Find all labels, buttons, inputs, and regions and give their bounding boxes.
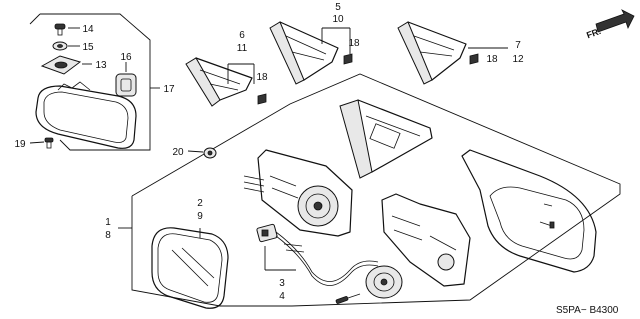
callout-20: 20 xyxy=(172,147,184,158)
callout-7: 7 xyxy=(515,40,521,51)
inside-mirror-bracket-box xyxy=(40,13,151,151)
callout-4: 4 xyxy=(279,291,285,302)
callout-5: 5 xyxy=(335,2,341,13)
screw-19-icon xyxy=(44,137,54,149)
callout-13: 13 xyxy=(95,60,107,71)
diagram-code: S5PA− B4300 xyxy=(556,305,619,316)
mirror-actuator-upper xyxy=(243,149,353,237)
garnish-right xyxy=(397,21,508,85)
callout-3: 3 xyxy=(279,278,285,289)
mirror-mount-icon xyxy=(40,55,82,75)
callout-17: 17 xyxy=(163,84,175,95)
clip-icon xyxy=(257,93,267,105)
inside-mirror-group xyxy=(29,13,160,151)
callout-12: 12 xyxy=(512,54,524,65)
callout-14: 14 xyxy=(82,24,94,35)
clip-icon xyxy=(469,53,479,65)
callout-18-center: 18 xyxy=(348,38,360,49)
callout-10: 10 xyxy=(332,14,344,25)
inside-rear-view-mirror xyxy=(35,81,137,149)
callout-16: 16 xyxy=(120,52,132,63)
callout-15: 15 xyxy=(82,42,94,53)
callout-6: 6 xyxy=(239,30,245,41)
mirror-cover-garnish xyxy=(339,99,433,179)
garnish-center xyxy=(269,21,353,85)
callout-11: 11 xyxy=(237,43,248,54)
mirror-cover-icon xyxy=(115,73,137,97)
callout-19: 19 xyxy=(14,139,26,150)
mirror-glass xyxy=(151,227,229,309)
callout-9: 9 xyxy=(197,211,203,222)
grommet-icon xyxy=(187,147,217,159)
nut-icon xyxy=(52,41,68,51)
clip-icon xyxy=(343,53,353,65)
mirror-actuator-lower xyxy=(381,193,471,287)
front-direction-arrow-icon: FR. xyxy=(585,9,635,40)
screw-icon xyxy=(54,23,66,36)
motor-unit-icon xyxy=(365,265,403,299)
callout-18-right: 18 xyxy=(486,54,498,65)
outer-mirror-housing xyxy=(461,149,597,273)
housing-pin-icon xyxy=(539,203,555,229)
garnish-left xyxy=(185,57,267,107)
callout-18-left: 18 xyxy=(256,72,268,83)
front-direction-label: FR. xyxy=(585,26,602,40)
callout-1: 1 xyxy=(105,217,111,228)
mirror-harness xyxy=(256,223,403,304)
callout-2: 2 xyxy=(197,198,203,209)
callout-8: 8 xyxy=(105,230,111,241)
screw-icon xyxy=(335,293,361,304)
